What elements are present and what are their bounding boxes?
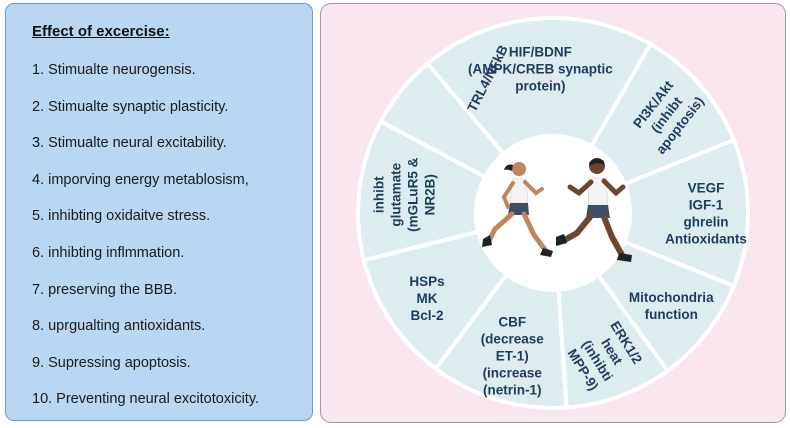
segment-label-line: inhibt [372, 176, 387, 213]
segment-label-line: function [645, 307, 698, 322]
segment-label-line: ghrelin [683, 215, 728, 230]
male-runner-icon [556, 158, 632, 262]
effect-item: 5. inhibting oxidaitve stress. [32, 208, 211, 225]
segment-label-line: HIF/BDNF [509, 45, 572, 60]
segment-label-line: (AMPK/CREB synaptic [468, 62, 613, 77]
effect-item: 10. Preventing neural excitotoxicity. [32, 391, 260, 408]
effects-panel: Effect of excercise: 1. Stimualte neurog… [5, 3, 313, 421]
segment-label-line: Mitochondria [629, 290, 714, 305]
effect-item: 8. uprgualting antioxidants. [32, 318, 206, 335]
effects-title: Effect of excercise: [32, 23, 170, 40]
segment-label-line: CBF [498, 314, 526, 329]
effect-item: 6. inhibting inflmmation. [32, 244, 185, 261]
segment-label-line: IGF-1 [689, 198, 724, 213]
segment-label-line: glutamate [389, 162, 404, 226]
wheel-center [476, 136, 630, 290]
segment-label-line: (decrease [481, 331, 545, 346]
female-runner-icon [482, 162, 553, 257]
segment-label-line: NR2B) [423, 174, 438, 215]
effect-item: 7. preserving the BBB. [32, 281, 178, 298]
segment-label: HIF/BDNF (AMPK/CREB synaptic protein) [468, 45, 613, 94]
effects-list: 1. Stimualte neurogensis. 2. Stimualte s… [32, 62, 259, 428]
segment-label-line: HSPs [409, 274, 444, 289]
segment-label-line: ET-1) [496, 348, 529, 363]
segment-label-line: MK [416, 291, 437, 306]
effect-item: 3. Stimualte neural excitability. [32, 135, 227, 152]
effect-item: 4. imporving energy metablosism, [32, 171, 249, 188]
segment-label-line: (mGLuR5 & [406, 157, 421, 232]
segment-label: Mitochondria function [629, 290, 714, 322]
segment-label-line: Antioxidants [665, 232, 747, 247]
runners-icon [482, 158, 632, 262]
segment-label-line: VEGF [688, 181, 725, 196]
segment-label-line: (netrin-1) [483, 382, 542, 397]
mechanism-wheel: HIF/BDNF(AMPK/CREB synapticprotein)PI3K/… [356, 16, 750, 410]
segment-label-line: (increase [483, 365, 543, 380]
effect-item: 2. Stimualte synaptic plasticity. [32, 98, 229, 115]
segment-label-line: protein) [515, 79, 565, 94]
effect-item: 1. Stimualte neurogensis. [32, 62, 196, 78]
effect-item: 9. Supressing apoptosis. [32, 354, 191, 371]
segment-label-line: Bcl-2 [410, 308, 443, 323]
